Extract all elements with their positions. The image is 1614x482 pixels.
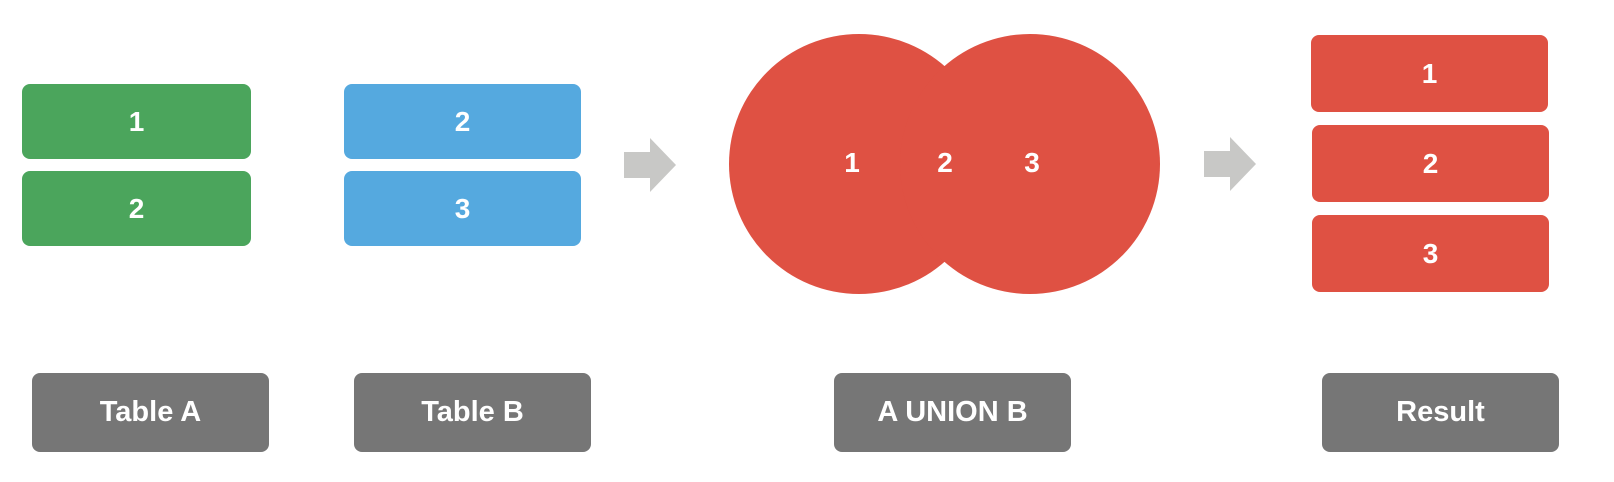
union-label: A UNION B <box>834 373 1071 452</box>
arrow-right-icon <box>624 138 676 192</box>
venn-circle-b <box>900 34 1160 294</box>
result-row-2: 2 <box>1312 125 1549 202</box>
table-b-row-2: 3 <box>344 171 581 246</box>
table-b-label: Table B <box>354 373 591 452</box>
table-a-label-text: Table A <box>99 396 202 428</box>
table-a-row-1: 1 <box>22 84 251 159</box>
result-label-text: Result <box>1396 396 1485 428</box>
result-row-2-value: 2 <box>1422 147 1439 179</box>
union-value-3: 3 <box>1024 147 1040 178</box>
result-row-1-value: 1 <box>1421 57 1438 89</box>
table-a-label: Table A <box>32 373 269 452</box>
result-row-3-value: 3 <box>1422 237 1439 269</box>
table-b-label-text: Table B <box>421 396 524 428</box>
table-b-row-2-value: 3 <box>454 192 471 224</box>
union-label-text: A UNION B <box>877 396 1028 428</box>
union-value-1: 1 <box>844 147 860 178</box>
table-a-row-2-value: 2 <box>128 192 145 224</box>
table-b-row-1: 2 <box>344 84 581 159</box>
result-row-3: 3 <box>1312 215 1549 292</box>
result-label: Result <box>1322 373 1559 452</box>
union-value-2: 2 <box>937 147 953 178</box>
table-b-row-1-value: 2 <box>454 105 471 137</box>
result-row-1: 1 <box>1311 35 1548 112</box>
table-a-row-1-value: 1 <box>128 105 145 137</box>
table-a-row-2: 2 <box>22 171 251 246</box>
arrow-right-icon <box>1204 137 1256 191</box>
